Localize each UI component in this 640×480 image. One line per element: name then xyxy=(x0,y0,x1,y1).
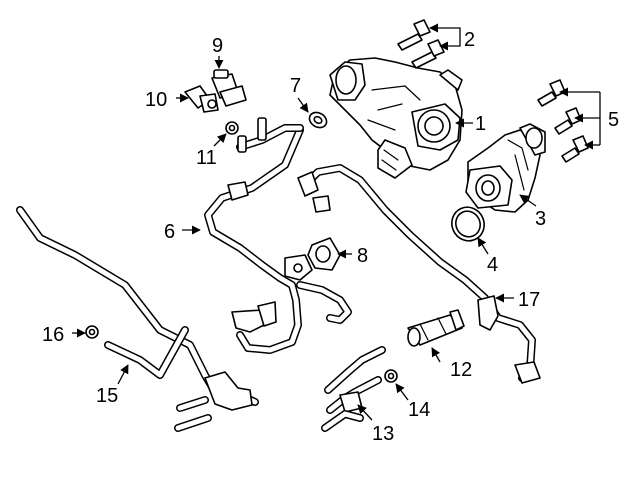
callout-6: 6 xyxy=(164,221,175,243)
part-8-gasket xyxy=(307,237,341,271)
part-14-washer xyxy=(384,369,398,383)
callout-17: 17 xyxy=(518,289,540,311)
callout-5: 5 xyxy=(608,109,619,131)
callout-14: 14 xyxy=(408,399,430,421)
callout-1: 1 xyxy=(475,113,486,135)
part-17-tube xyxy=(297,164,541,384)
callout-11: 11 xyxy=(196,147,217,169)
part-4-gasket xyxy=(451,206,485,242)
part-16-washer xyxy=(85,325,99,339)
callout-15: 15 xyxy=(96,385,118,407)
callout-8: 8 xyxy=(357,245,368,267)
part-10-sensor xyxy=(184,85,219,113)
callout-10: 10 xyxy=(145,89,167,111)
part-12-cylinder xyxy=(407,309,465,347)
callout-13: 13 xyxy=(372,423,394,445)
callout-3: 3 xyxy=(535,208,546,230)
callout-12: 12 xyxy=(450,359,472,381)
part-3-housing xyxy=(465,123,546,213)
callout-16: 16 xyxy=(42,324,64,346)
part-1-egr-valve xyxy=(329,57,463,179)
part-11-washer xyxy=(225,121,239,135)
part-15-tube xyxy=(16,206,259,432)
callout-7: 7 xyxy=(290,75,301,97)
callout-2: 2 xyxy=(464,29,475,51)
callout-9: 9 xyxy=(212,35,223,57)
leader-lines xyxy=(72,23,601,421)
part-9-sensor xyxy=(211,69,247,107)
part-2-bolts xyxy=(397,19,445,69)
callout-4: 4 xyxy=(487,254,498,276)
callout-labels: 1 2 3 4 5 6 7 8 9 10 11 12 13 14 15 16 1… xyxy=(42,29,619,445)
part-13-tube xyxy=(321,346,386,432)
part-6-coolant-tube xyxy=(204,117,352,354)
part-7-washer xyxy=(308,111,328,129)
